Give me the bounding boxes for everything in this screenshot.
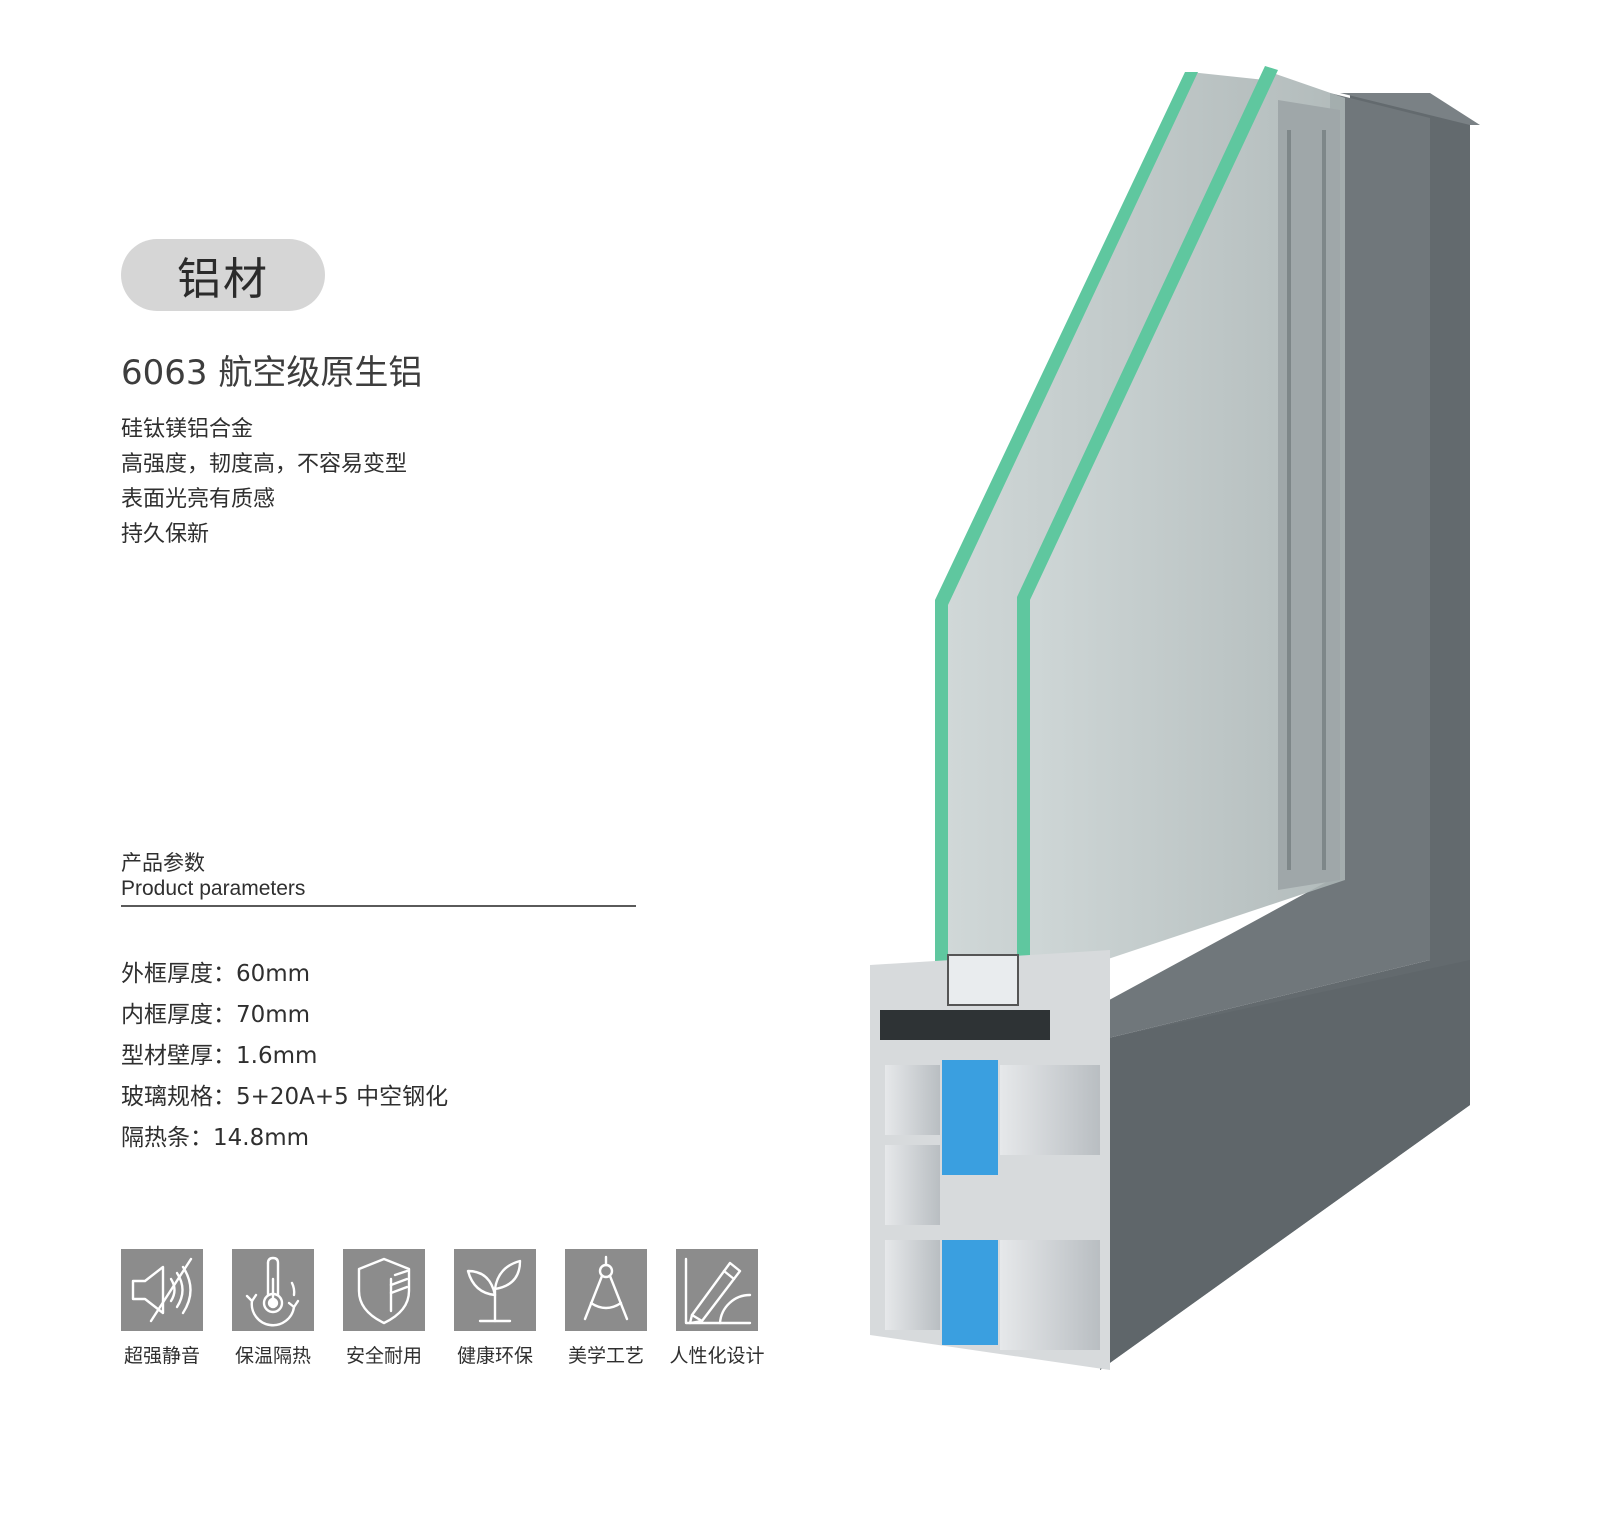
pencil-ruler-icon bbox=[676, 1249, 758, 1331]
thermometer-icon bbox=[232, 1249, 314, 1331]
glazing-bead bbox=[947, 954, 1019, 1006]
thermal-break-strip bbox=[942, 1060, 998, 1175]
material-badge: 铝材 bbox=[121, 239, 325, 311]
param-item: 型材壁厚：1.6mm bbox=[121, 1043, 318, 1069]
feature-item: 表面光亮有质感 bbox=[121, 487, 276, 512]
params-divider bbox=[121, 905, 636, 907]
profile-chamber bbox=[1000, 1240, 1100, 1350]
param-item: 外框厚度：60mm bbox=[121, 961, 311, 987]
param-item: 内框厚度：70mm bbox=[121, 1002, 311, 1028]
speaker-sound-icon bbox=[121, 1249, 203, 1331]
params-header-zh: 产品参数 bbox=[121, 851, 205, 875]
profile-chamber bbox=[880, 1010, 1050, 1040]
profile-chamber bbox=[885, 1145, 940, 1225]
feature-icons: 超强静音 保温隔热 bbox=[121, 1249, 765, 1368]
feature-icon-item: 超强静音 bbox=[121, 1249, 203, 1368]
feature-icon-item: 美学工艺 bbox=[565, 1249, 647, 1368]
window-frame-illustration bbox=[860, 60, 1500, 1404]
profile-chamber bbox=[885, 1240, 940, 1330]
param-list: 外框厚度：60mm 内框厚度：70mm 型材壁厚：1.6mm 玻璃规格：5+20… bbox=[121, 954, 448, 1159]
feature-item: 硅钛镁铝合金 bbox=[121, 417, 254, 442]
compass-icon bbox=[565, 1249, 647, 1331]
frame-bottom-face bbox=[1100, 960, 1470, 1370]
feature-item: 高强度，韧度高，不容易变型 bbox=[121, 452, 408, 477]
shield-icon bbox=[343, 1249, 425, 1331]
feature-icon-label: 安全耐用 bbox=[345, 1345, 422, 1367]
feature-list: 硅钛镁铝合金 高强度，韧度高，不容易变型 表面光亮有质感 持久保新 bbox=[121, 412, 407, 552]
param-item: 玻璃规格：5+20A+5 中空钢化 bbox=[121, 1084, 449, 1110]
feature-icon-label: 美学工艺 bbox=[567, 1345, 644, 1367]
params-header-en: Product parameters bbox=[121, 877, 306, 900]
param-item: 隔热条：14.8mm bbox=[121, 1125, 310, 1151]
feature-icon-item: 安全耐用 bbox=[343, 1249, 425, 1368]
product-subtitle: 6063 航空级原生铝 bbox=[121, 353, 423, 393]
profile-chamber bbox=[885, 1065, 940, 1135]
feature-icon-label: 健康环保 bbox=[456, 1345, 533, 1367]
profile-chamber bbox=[1000, 1065, 1100, 1155]
frame-inner-face bbox=[1100, 93, 1430, 1040]
feature-icon-label: 保温隔热 bbox=[234, 1345, 311, 1367]
feature-icon-item: 健康环保 bbox=[454, 1249, 536, 1368]
spacer-perforations bbox=[1287, 130, 1326, 870]
inner-glass-pane bbox=[1030, 72, 1345, 985]
feature-item: 持久保新 bbox=[121, 522, 210, 547]
feature-icon-item: 保温隔热 bbox=[232, 1249, 314, 1368]
frame-top-face bbox=[1340, 93, 1480, 125]
sprout-icon bbox=[454, 1249, 536, 1331]
material-badge-label: 铝材 bbox=[177, 254, 269, 305]
feature-icon-item: 人性化设计 bbox=[670, 1249, 765, 1368]
thermal-break-strip bbox=[942, 1240, 998, 1345]
feature-icon-label: 超强静音 bbox=[123, 1345, 200, 1367]
feature-icon-label: 人性化设计 bbox=[669, 1345, 765, 1367]
params-header: 产品参数 Product parameters bbox=[121, 850, 305, 901]
